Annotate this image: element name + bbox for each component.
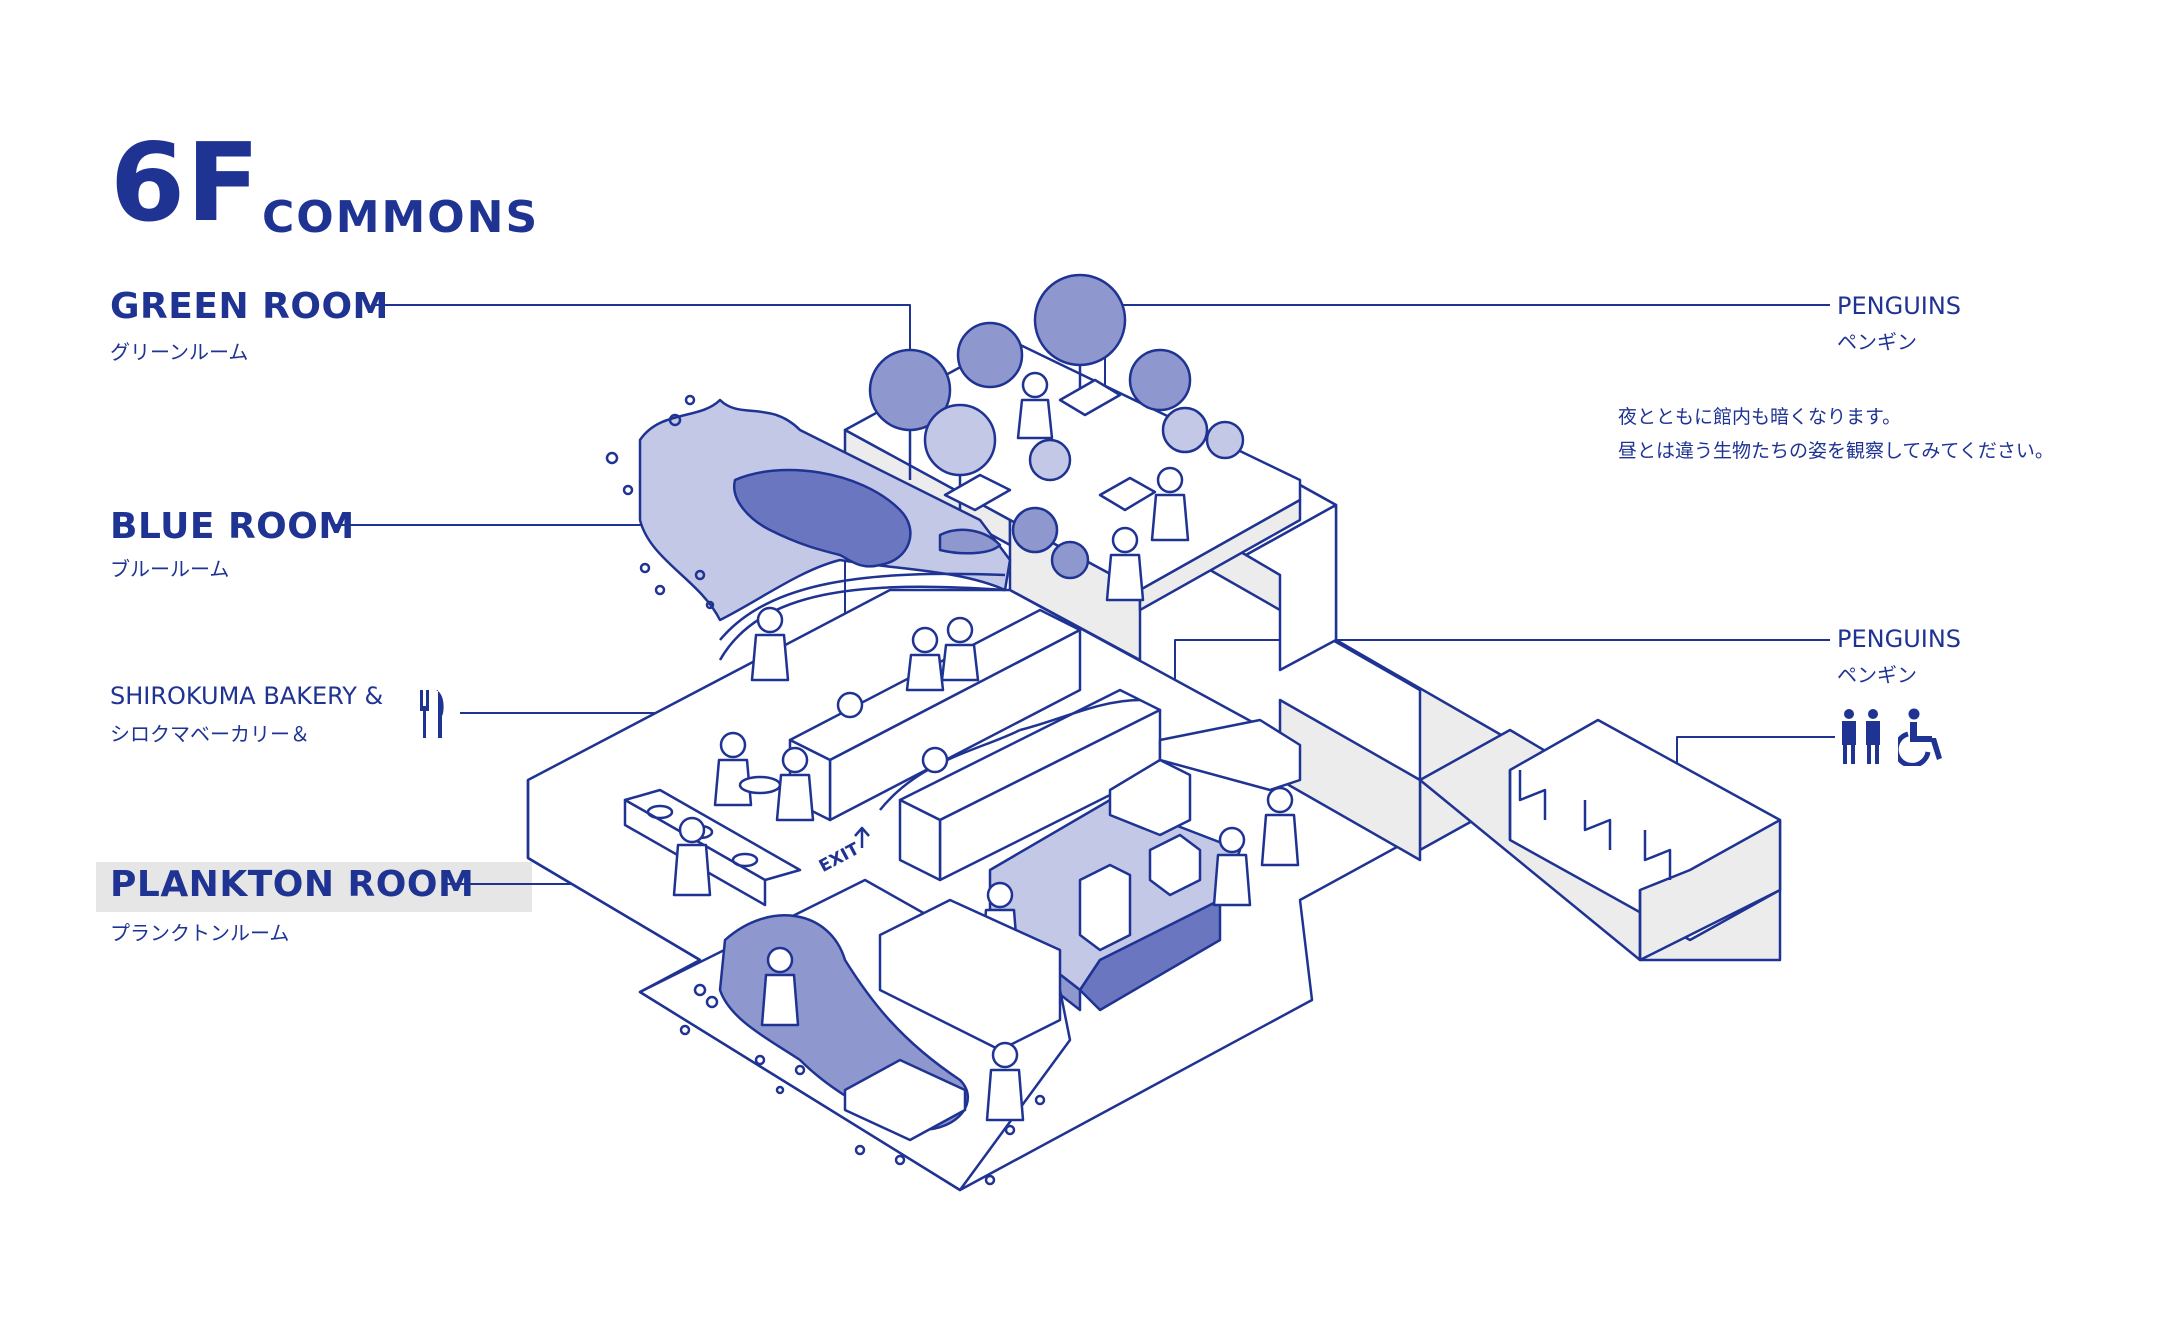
right-corridor <box>1208 483 1782 962</box>
night-note: 夜とともに館内も暗くなります。 昼とは違う生物たちの姿を観察してみてください。 <box>1618 400 2054 468</box>
bakery-label: SHIROKUMA BAKERY & <box>110 682 384 710</box>
green-room <box>843 273 1302 662</box>
green-room-label: GREEN ROOM <box>110 286 389 327</box>
bakery-area <box>623 731 870 907</box>
plankton-room-jp-label: プランクトンルーム <box>110 921 290 945</box>
floor-name: COMMONS <box>262 192 540 243</box>
blue-room-jp-label: ブルールーム <box>110 557 230 581</box>
plankton-room-label: PLANKTON ROOM <box>110 864 475 905</box>
penguin-pool <box>980 718 1302 1012</box>
night-note-line2: 昼とは違う生物たちの姿を観察してみてください。 <box>1618 440 2054 462</box>
penguins-mid-label: PENGUINS <box>1837 625 1962 653</box>
restaurant-icon <box>418 688 448 744</box>
plankton-room-highlight <box>96 862 532 912</box>
floor-level: 6F <box>110 121 261 246</box>
restroom-icon <box>1838 708 1884 770</box>
penguins-top-jp-label: ペンギン <box>1837 330 1917 354</box>
blue-room-label: BLUE ROOM <box>110 506 355 547</box>
plankton-room <box>638 878 1072 1192</box>
bakery-jp-label: シロクマベーカリー＆ <box>110 722 310 746</box>
leader-penguins-mid <box>1174 639 1830 730</box>
penguins-top-label: PENGUINS <box>1837 292 1962 320</box>
night-note-line1: 夜とともに館内も暗くなります。 <box>1618 406 1902 428</box>
leader-green-room <box>372 304 911 398</box>
penguins-mid-jp-label: ペンギン <box>1837 663 1917 687</box>
green-room-jp-label: グリーンルーム <box>110 340 249 364</box>
central-seating <box>788 608 1162 882</box>
blue-room <box>605 394 1012 682</box>
wheelchair-icon <box>1893 708 1946 770</box>
leader-penguins-top <box>1104 304 1830 388</box>
